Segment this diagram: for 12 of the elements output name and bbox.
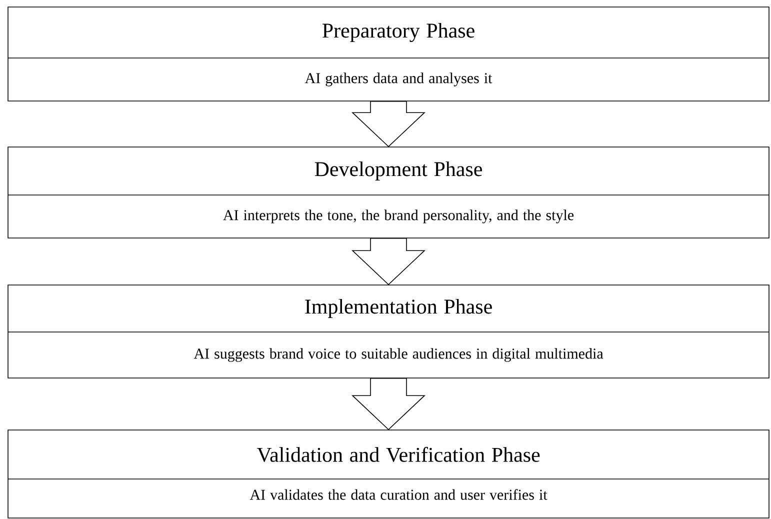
phase-box	[8, 284, 770, 378]
phase-heading: Implementation Phase	[305, 298, 492, 318]
phase-heading: Development Phase	[314, 161, 482, 181]
phase-description: AI interprets the tone, the brand personality, and the style	[223, 210, 574, 224]
phase-box	[8, 146, 770, 238]
phase-description: AI gathers data and analyses it	[304, 72, 492, 86]
phase-box	[8, 6, 770, 102]
phase-description: AI validates the data curation and user verifies it	[250, 489, 548, 500]
phase-description: AI suggests brand voice to suitable audiences in digital multimedia	[194, 348, 604, 362]
phase-heading: Validation and Verification Phase	[256, 446, 540, 462]
phase-box	[8, 430, 770, 518]
phase-heading: Preparatory Phase	[322, 22, 474, 42]
